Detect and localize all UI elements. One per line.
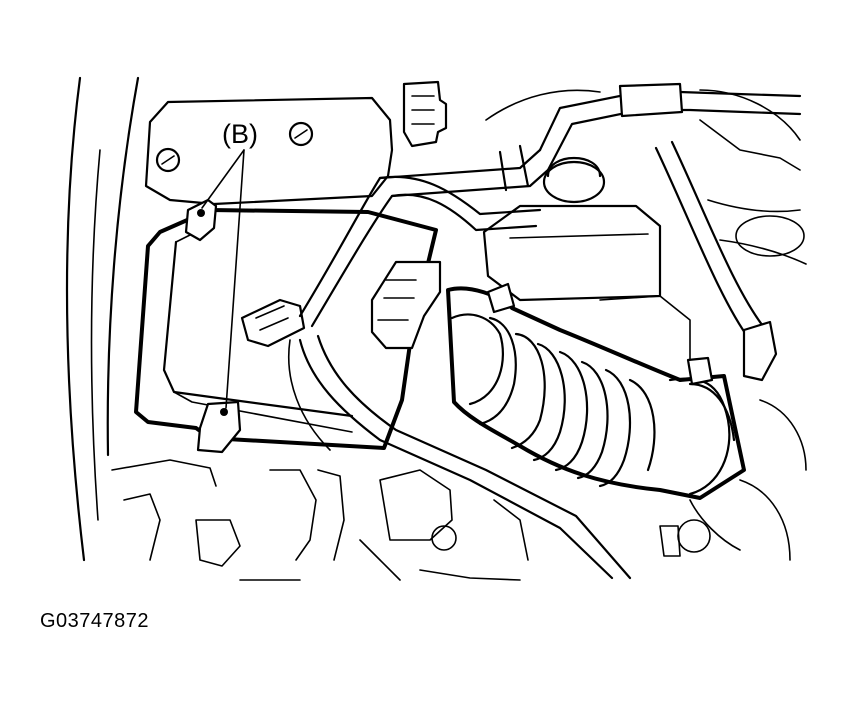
callout-leader-lines (201, 149, 245, 409)
engine-block-background (485, 89, 807, 561)
vacuum-hoses (298, 82, 802, 328)
reservoir-cover (144, 96, 394, 206)
mass-air-connector (240, 298, 306, 348)
intake-duct (446, 282, 746, 500)
coolant-reservoir (482, 156, 662, 302)
figure-id: G03747872 (40, 610, 150, 632)
fender-outline (65, 76, 140, 562)
lower-components (111, 459, 529, 581)
wiring-connector-top (402, 80, 448, 148)
clamp-b-top (184, 198, 218, 242)
right-hose (654, 140, 778, 382)
clamp-b-bottom (196, 400, 242, 454)
fuel-pipe (287, 334, 632, 580)
callout-label-b: (B) (222, 119, 258, 149)
maf-sensor (370, 260, 442, 350)
